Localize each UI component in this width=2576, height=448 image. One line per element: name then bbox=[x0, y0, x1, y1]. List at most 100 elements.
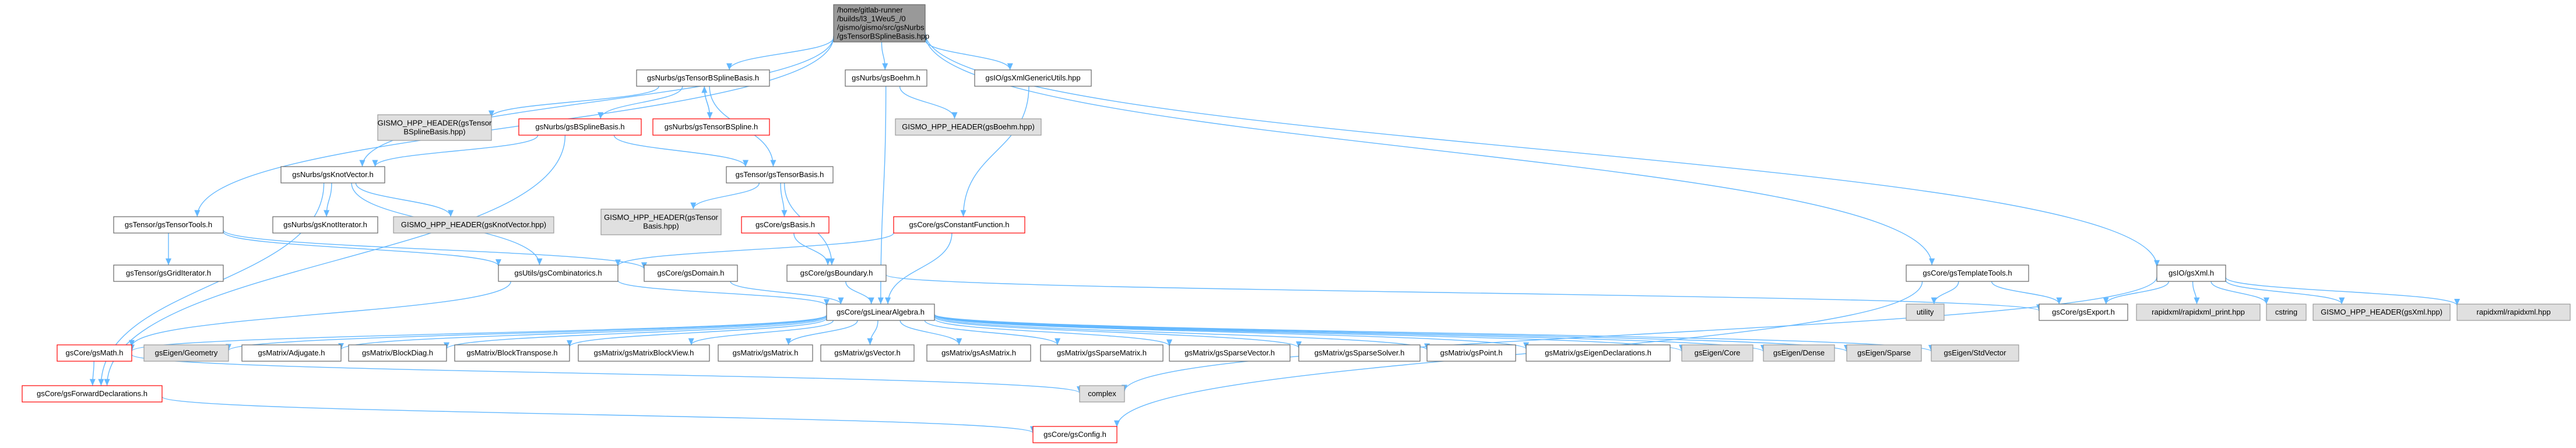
node-spmatrix[interactable]: gsMatrix/gsSparseMatrix.h bbox=[1040, 344, 1164, 362]
edge-xml-to-rapid_print bbox=[2192, 281, 2200, 305]
edge-root-to-tensortools bbox=[194, 36, 834, 217]
node-box bbox=[498, 264, 618, 282]
node-constfunc[interactable]: gsCore/gsConstantFunction.h bbox=[893, 216, 1025, 234]
node-label: gsCore/gsLinearAlgebra.h bbox=[837, 308, 925, 316]
node-blockdiag[interactable]: gsMatrix/BlockDiag.h bbox=[348, 344, 447, 362]
edge-linalg-to-matrix bbox=[785, 320, 858, 345]
edge-root-to-boehm bbox=[881, 41, 888, 70]
node-label: gsNurbs/gsBSplineBasis.h bbox=[535, 122, 624, 131]
node-linalg[interactable]: gsCore/gsLinearAlgebra.h bbox=[826, 304, 935, 321]
edge-xml-to-export bbox=[2103, 281, 2170, 305]
edge-linalg-to-eigen_dense bbox=[934, 314, 1766, 352]
node-box bbox=[1763, 344, 1835, 362]
edge-linalg-to-blocktransp bbox=[567, 318, 827, 347]
node-hpp_boehm: GISMO_HPP_HEADER(gsBoehm.hpp) bbox=[895, 118, 1042, 136]
node-xmlgen[interactable]: gsIO/gsXmlGenericUtils.hpp bbox=[974, 69, 1092, 87]
node-box bbox=[348, 344, 447, 362]
node-label: gsCore/gsConfig.h bbox=[1043, 430, 1106, 439]
edge-fwd-to-config bbox=[161, 396, 1036, 433]
node-box bbox=[1169, 344, 1291, 362]
edge-tensortools-to-combinatorics bbox=[223, 231, 501, 266]
node-fwd[interactable]: gsCore/gsForwardDeclarations.h bbox=[22, 385, 163, 403]
node-label: gsEigen/StdVector bbox=[1944, 348, 2007, 357]
node-box bbox=[143, 344, 229, 362]
node-knotvec[interactable]: gsNurbs/gsKnotVector.h bbox=[280, 166, 385, 184]
node-bsb[interactable]: gsNurbs/gsBSplineBasis.h bbox=[518, 118, 642, 136]
node-export[interactable]: gsCore/gsExport.h bbox=[2039, 304, 2128, 321]
node-spsolver[interactable]: gsMatrix/gsSparseSolver.h bbox=[1298, 344, 1421, 362]
node-label: gsNurbs/gsKnotVector.h bbox=[292, 170, 373, 179]
node-griditer[interactable]: gsTensor/gsGridIterator.h bbox=[113, 264, 224, 282]
edge-basis-to-boundary bbox=[793, 232, 831, 266]
node-matrix[interactable]: gsMatrix/gsMatrix.h bbox=[718, 344, 813, 362]
node-box bbox=[833, 4, 926, 43]
edge-linalg-to-math bbox=[129, 315, 827, 352]
edge-linalg-to-vector bbox=[867, 320, 878, 345]
node-box bbox=[2456, 304, 2571, 321]
node-asmatrix[interactable]: gsMatrix/gsAsMatrix.h bbox=[926, 344, 1031, 362]
node-tbs[interactable]: gsNurbs/gsTensorBSpline.h bbox=[652, 118, 770, 136]
node-hpp_tbb: GISMO_HPP_HEADER(gsTensorBSplineBasis.hp… bbox=[377, 114, 492, 141]
node-hpp_tensorbasis: GISMO_HPP_HEADER(gsTensorBasis.hpp) bbox=[600, 209, 722, 235]
node-label: gsCore/gsTemplateTools.h bbox=[1923, 269, 2012, 277]
edge-root-to-templtools bbox=[925, 34, 1935, 266]
node-eigen_core: gsEigen/Core bbox=[1681, 344, 1753, 362]
node-label: gsCore/gsConstantFunction.h bbox=[909, 220, 1010, 229]
node-hpp_xml: GISMO_HPP_HEADER(gsXml.hpp) bbox=[2313, 304, 2451, 321]
node-label: cstring bbox=[2275, 308, 2297, 316]
edge-linalg-to-spsolver bbox=[934, 316, 1302, 348]
node-basis[interactable]: gsCore/gsBasis.h bbox=[741, 216, 830, 234]
edge-xml-to-cstring bbox=[2210, 281, 2269, 305]
node-eigendecl[interactable]: gsMatrix/gsEigenDeclarations.h bbox=[1526, 344, 1671, 362]
node-adjugate[interactable]: gsMatrix/Adjugate.h bbox=[241, 344, 342, 362]
node-label: GISMO_HPP_HEADER(gsTensor bbox=[378, 119, 492, 128]
node-point[interactable]: gsMatrix/gsPoint.h bbox=[1426, 344, 1516, 362]
node-box bbox=[1426, 344, 1516, 362]
edge-linalg-to-eigen_stdvec bbox=[934, 313, 1934, 352]
node-root[interactable]: /home/gitlab-runner/builds/l3_1Weu5_/0/g… bbox=[833, 4, 929, 43]
node-label: /gsTensorBSplineBasis.hpp bbox=[837, 32, 929, 41]
node-box bbox=[1846, 344, 1922, 362]
node-boehm[interactable]: gsNurbs/gsBoehm.h bbox=[845, 69, 927, 87]
edge-templtools-to-utility bbox=[1931, 281, 1959, 305]
node-tensortools[interactable]: gsTensor/gsTensorTools.h bbox=[113, 216, 224, 234]
node-templtools[interactable]: gsCore/gsTemplateTools.h bbox=[1906, 264, 2029, 282]
node-math[interactable]: gsCore/gsMath.h bbox=[57, 344, 132, 362]
node-knotiter[interactable]: gsNurbs/gsKnotIterator.h bbox=[272, 216, 378, 234]
node-box bbox=[895, 118, 1042, 136]
node-eigen_stdvec: gsEigen/StdVector bbox=[1931, 344, 2019, 362]
node-box bbox=[1298, 344, 1421, 362]
node-tbb[interactable]: gsNurbs/gsTensorBSplineBasis.h bbox=[636, 69, 770, 87]
edge-tbs-to-tbb bbox=[701, 86, 711, 119]
edge-xmlgen-to-constfunc bbox=[960, 86, 1029, 217]
node-vector[interactable]: gsMatrix/gsVector.h bbox=[820, 344, 915, 362]
node-config[interactable]: gsCore/gsConfig.h bbox=[1032, 426, 1117, 443]
node-spvector[interactable]: gsMatrix/gsSparseVector.h bbox=[1169, 344, 1291, 362]
node-box bbox=[893, 216, 1025, 234]
node-mbv[interactable]: gsMatrix/gsMatrixBlockView.h bbox=[578, 344, 710, 362]
node-label: gsIO/gsXmlGenericUtils.hpp bbox=[985, 73, 1080, 82]
node-complex: complex bbox=[1079, 385, 1125, 403]
node-box bbox=[241, 344, 342, 362]
node-box bbox=[2039, 304, 2128, 321]
node-combinatorics[interactable]: gsUtils/gsCombinatorics.h bbox=[498, 264, 618, 282]
node-label: gsMatrix/BlockTranspose.h bbox=[466, 348, 557, 357]
edge-knotvec-to-hpp_knot bbox=[355, 182, 454, 217]
edge-constfunc-to-combinatorics bbox=[615, 232, 894, 266]
edge-tensorbasis-to-basis bbox=[780, 182, 788, 217]
node-label: GISMO_HPP_HEADER(gsBoehm.hpp) bbox=[902, 122, 1035, 131]
edge-math-to-fwd bbox=[89, 361, 96, 386]
node-blocktransp[interactable]: gsMatrix/BlockTranspose.h bbox=[454, 344, 570, 362]
node-domain[interactable]: gsCore/gsDomain.h bbox=[644, 264, 738, 282]
node-label: gsCore/gsBoundary.h bbox=[800, 269, 873, 277]
node-label: utility bbox=[1917, 308, 1934, 316]
edge-xml-to-complex bbox=[1122, 277, 2157, 391]
node-label: gsMatrix/gsPoint.h bbox=[1440, 348, 1503, 357]
node-label: gsEigen/Sparse bbox=[1857, 348, 1911, 357]
node-xml[interactable]: gsIO/gsXml.h bbox=[2156, 264, 2226, 282]
node-boundary[interactable]: gsCore/gsBoundary.h bbox=[786, 264, 887, 282]
node-box bbox=[2156, 264, 2226, 282]
node-label: gsUtils/gsCombinatorics.h bbox=[514, 269, 602, 277]
node-tensorbasis[interactable]: gsTensor/gsTensorBasis.h bbox=[726, 166, 834, 184]
